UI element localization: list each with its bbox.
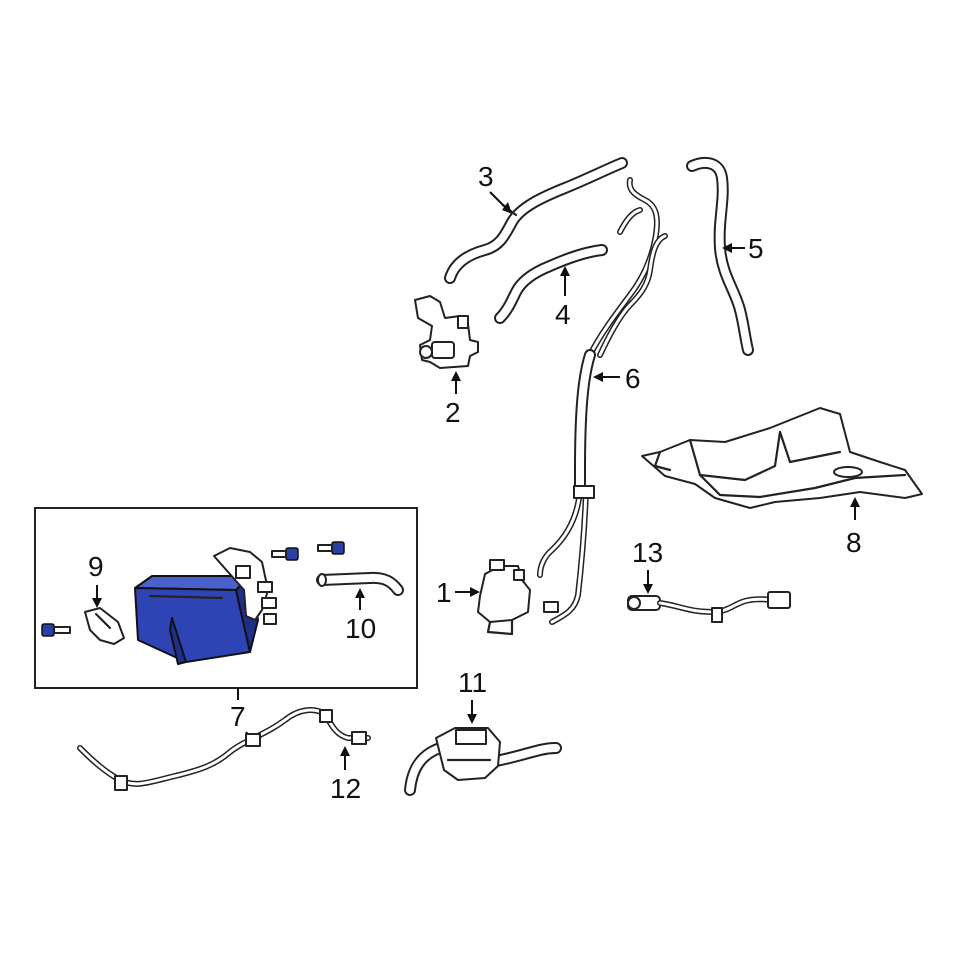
part-4-hose[interactable] (494, 244, 608, 324)
callout-1: 1 (436, 577, 452, 608)
arrow-12 (340, 746, 350, 756)
callout-3: 3 (478, 161, 494, 192)
bolt-left (41, 623, 71, 637)
arrow-9 (92, 598, 102, 608)
part-10-hose[interactable] (316, 571, 404, 596)
callout-10: 10 (345, 613, 376, 644)
arrow-11 (467, 714, 477, 724)
arrow-2 (451, 371, 461, 381)
part-9-bracket[interactable] (84, 607, 125, 645)
bolt-mid (271, 547, 299, 561)
arrow-5 (722, 243, 732, 253)
callout-6: 6 (625, 363, 641, 394)
callout-2: 2 (445, 397, 461, 428)
part-11-valve[interactable] (404, 727, 562, 796)
callout-8: 8 (846, 527, 862, 558)
arrow-6 (593, 372, 603, 382)
arrow-3 (502, 202, 512, 214)
part-8-shield[interactable] (641, 407, 923, 509)
bolt-right (317, 541, 345, 555)
callout-9: 9 (88, 551, 104, 582)
part-2-valve[interactable] (414, 295, 479, 369)
callout-7: 7 (230, 701, 246, 732)
arrow-1 (470, 587, 480, 597)
part-5-hose[interactable] (686, 156, 754, 356)
callout-5: 5 (748, 233, 764, 264)
part-7-pipe[interactable] (77, 707, 371, 791)
arrow-4 (560, 266, 570, 276)
part-3-hose[interactable] (444, 157, 628, 284)
arrow-8 (850, 497, 860, 507)
arrow-13 (643, 584, 653, 594)
callout-12: 12 (330, 773, 361, 804)
callout-4: 4 (555, 299, 571, 330)
part-7-charcoal-canister[interactable] (134, 547, 277, 665)
part-6-hose-assembly[interactable] (537, 177, 668, 625)
part-1-valve[interactable] (477, 559, 531, 636)
callout-13: 13 (632, 537, 663, 568)
part-13-sensor[interactable] (627, 591, 791, 623)
callout-11: 11 (458, 667, 487, 698)
group-box-7 (34, 507, 418, 689)
arrow-10 (355, 588, 365, 598)
